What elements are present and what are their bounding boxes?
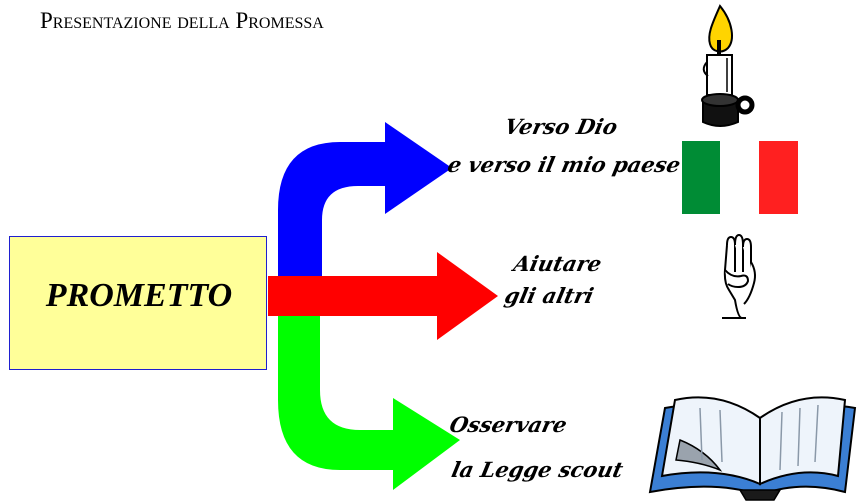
blue-arrow — [278, 122, 452, 300]
branch-2-line1: Aiutare — [511, 251, 605, 276]
italian-flag-icon — [682, 141, 798, 214]
title-second-cap: P — [235, 8, 249, 33]
branch-3-line1: Osservare — [447, 412, 570, 437]
branch-1-line2: e verso il mio paese — [445, 152, 683, 177]
green-arrow — [278, 312, 460, 490]
branch-1-line1: Verso Dio — [502, 114, 620, 139]
page-title: Presentazione della Promessa — [40, 8, 324, 34]
red-arrow — [268, 252, 498, 340]
branch-2-line2: gli altri — [502, 283, 597, 308]
title-rest: resentazione della — [52, 8, 236, 33]
promise-text: PROMETTO — [45, 277, 233, 314]
branch-3-line2: la Legge scout — [449, 457, 626, 482]
title-first-cap: P — [40, 8, 53, 33]
title-rest2: romessa — [248, 8, 324, 33]
scout-salute-hand-icon — [722, 233, 756, 319]
open-book-icon — [648, 396, 857, 501]
promise-box: PROMETTO — [9, 236, 267, 370]
candle-icon — [701, 4, 755, 127]
